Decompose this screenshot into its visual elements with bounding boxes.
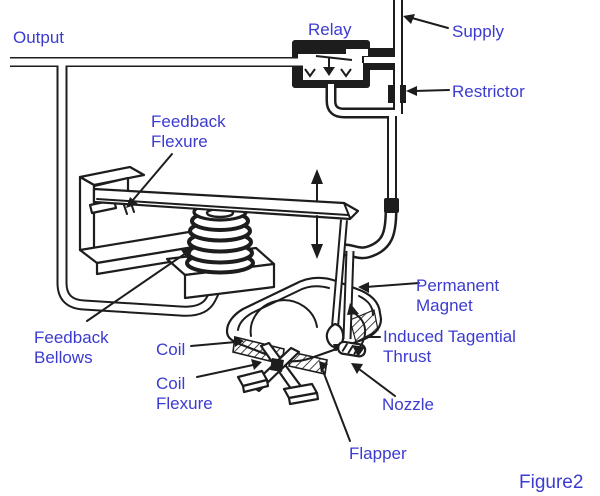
label-induced-thrust-2: Thrust [383,347,431,366]
relay-valve [304,55,353,78]
label-coil-flexure-1: Coil [156,374,185,393]
magnet-dome [249,299,318,337]
down-arrow [311,244,323,259]
pipes-inner [10,0,401,315]
relay-loop-pipe [325,84,394,119]
label-feedback-bellows-1: Feedback [34,328,109,347]
label-supply: Supply [452,22,504,41]
tube-sleeve [384,198,399,213]
label-feedback-flexure-2: Flexure [151,132,208,151]
label-permanent-magnet-2: Magnet [416,296,473,315]
bracket-post [78,175,96,260]
labels: Output Relay Supply Restrictor Feedback … [13,20,583,493]
label-permanent-magnet-1: Permanent [416,276,499,295]
up-arrow [311,169,323,184]
label-flapper: Flapper [349,444,407,463]
label-coil: Coil [156,340,185,359]
label-coil-flexure-2: Flexure [156,394,213,413]
feedback-flexure-leader [132,153,173,201]
relay-poppet [323,67,335,76]
coil-flexure-leader [196,364,254,378]
label-output: Output [13,28,64,47]
restrictor-leader [413,89,450,92]
nozzle-leader [358,368,396,397]
induced-thrust-arrow [347,303,367,357]
relay-chamber [303,63,363,80]
relay-seat-left [304,68,316,78]
restrictor-marks [388,85,406,103]
permanent-magnet-leader [365,282,420,288]
motion-arrows [311,169,323,259]
relay-channel-top [346,49,368,56]
feedback-bellows [185,202,255,275]
relay-lever [315,55,353,61]
beam-edge-lines [96,198,351,219]
flapper-leader [322,370,351,442]
flexure-pivot [270,358,284,372]
relay-block [292,40,396,88]
label-restrictor: Restrictor [452,82,525,101]
label-relay: Relay [308,20,352,39]
coil-leader [190,341,237,347]
relay-seat-right [340,68,352,78]
label-feedback-flexure-1: Feedback [151,112,226,131]
coil-flexure-x [236,341,320,406]
supply-leader [411,17,449,29]
force-beam [92,187,360,221]
label-induced-thrust-1: Induced Tagential [383,327,516,346]
leader-arrows [86,14,450,442]
figure-caption: Figure2 [519,472,583,493]
label-nozzle: Nozzle [382,395,434,414]
label-feedback-bellows-2: Bellows [34,348,93,367]
feedback-bellows-leader [86,252,187,322]
